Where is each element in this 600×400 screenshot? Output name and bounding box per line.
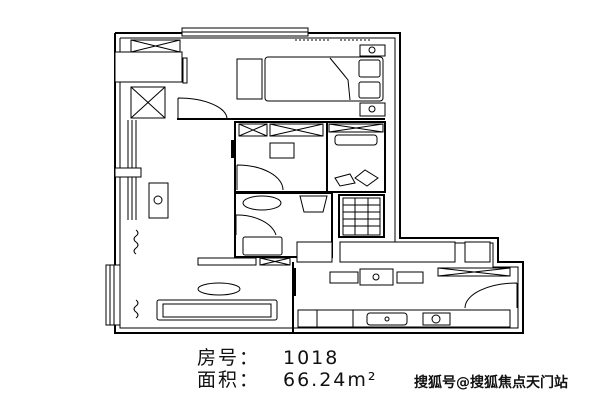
bedroom	[114, 39, 386, 120]
kitchen-dining	[296, 241, 518, 328]
room-number-row: 房号： 1018	[197, 343, 339, 370]
tv-cabinet	[148, 182, 169, 219]
curtain	[133, 299, 139, 319]
chair	[329, 271, 359, 284]
area-label: 面积：	[197, 369, 261, 391]
curtain	[133, 229, 139, 255]
watermark: 搜狐号@搜狐焦点天门站	[414, 375, 568, 391]
bench	[236, 58, 263, 100]
room-number-value: 1018	[283, 347, 340, 369]
bathroom	[197, 192, 385, 266]
pillow	[358, 59, 381, 78]
outer-walls	[114, 32, 524, 334]
chair	[396, 271, 424, 284]
nightstand	[359, 102, 386, 117]
living-room	[133, 182, 296, 333]
washbasin	[242, 195, 282, 211]
left-balcony-window	[114, 120, 142, 220]
floor-plan	[105, 27, 524, 334]
room-number-label: 房号：	[197, 347, 261, 369]
area-value: 66.24m²	[283, 369, 378, 391]
sink	[366, 312, 408, 326]
chair	[269, 142, 295, 159]
toilet	[299, 195, 328, 213]
pillow	[358, 81, 381, 99]
area-row: 面积： 66.24m²	[197, 365, 378, 392]
coffee-table	[197, 282, 241, 296]
study	[231, 121, 386, 193]
bed	[264, 56, 384, 102]
nightstand	[359, 44, 386, 57]
shower-grid	[342, 197, 381, 236]
top-window	[181, 27, 309, 37]
fridge	[316, 309, 354, 328]
stove	[422, 312, 451, 326]
dining-table	[359, 268, 394, 286]
left-window	[105, 264, 121, 326]
